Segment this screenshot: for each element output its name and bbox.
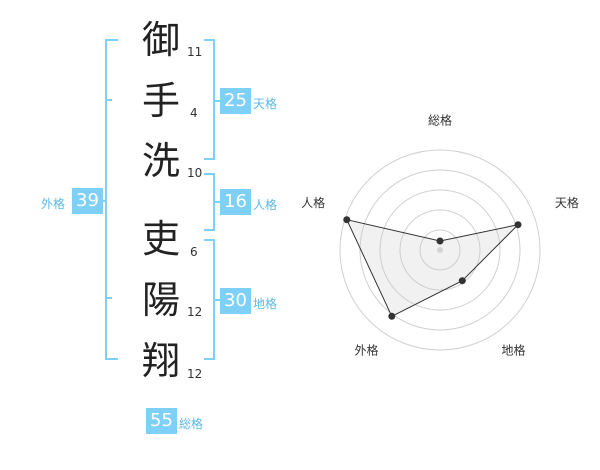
chikaku-label: 地格 [253,297,278,311]
gaikaku-bracket [105,39,118,360]
radar-grid [339,149,541,351]
soukaku-score-badge: 55 [146,408,177,434]
radar-ring [399,209,481,291]
radar-center [437,247,443,253]
radar-axis-label-3: 外格 [354,343,378,358]
chikaku-score-badge: 30 [220,288,251,314]
stroke-count: 10 [187,166,203,180]
radar-axis-label-4: 人格 [301,195,325,210]
stroke-count: 4 [190,106,198,120]
tenkaku-label: 天格 [253,97,278,111]
stroke-count: 11 [187,45,203,59]
name-char: 手 [141,79,180,123]
radar-ring [419,229,461,271]
radar-point-4 [343,216,351,224]
jinkaku-label: 人格 [253,198,278,212]
jinkaku-score-badge: 16 [220,189,251,215]
tenkaku-score-badge: 25 [220,88,251,114]
name-char: 洗 [141,139,180,183]
radar-ring [359,169,521,331]
stroke-count: 12 [187,367,203,381]
radar-point-2 [458,277,466,285]
radar-ring [339,149,541,351]
gaikaku-label: 外格 [41,197,66,211]
radar-plot [343,216,522,320]
soukaku-label: 総格 [179,417,204,431]
name-char: 御 [141,18,180,62]
radar-point-3 [388,312,396,320]
name-char: 吏 [141,217,180,261]
radar-point-1 [514,221,522,229]
radar-ring [379,189,501,311]
radar-point-0 [436,237,444,245]
radar-series-area [345,218,520,317]
gaikaku-score-badge: 39 [72,188,103,214]
radar-axis-label-0: 総格 [428,113,452,128]
name-char: 翔 [141,339,180,383]
name-char: 陽 [141,278,180,322]
radar-axis-label-1: 天格 [555,195,579,210]
radar-axis-label-2: 地格 [501,343,525,358]
stroke-count: 12 [187,305,203,319]
tenkaku-bracket [204,39,215,160]
stroke-count: 6 [190,245,198,259]
